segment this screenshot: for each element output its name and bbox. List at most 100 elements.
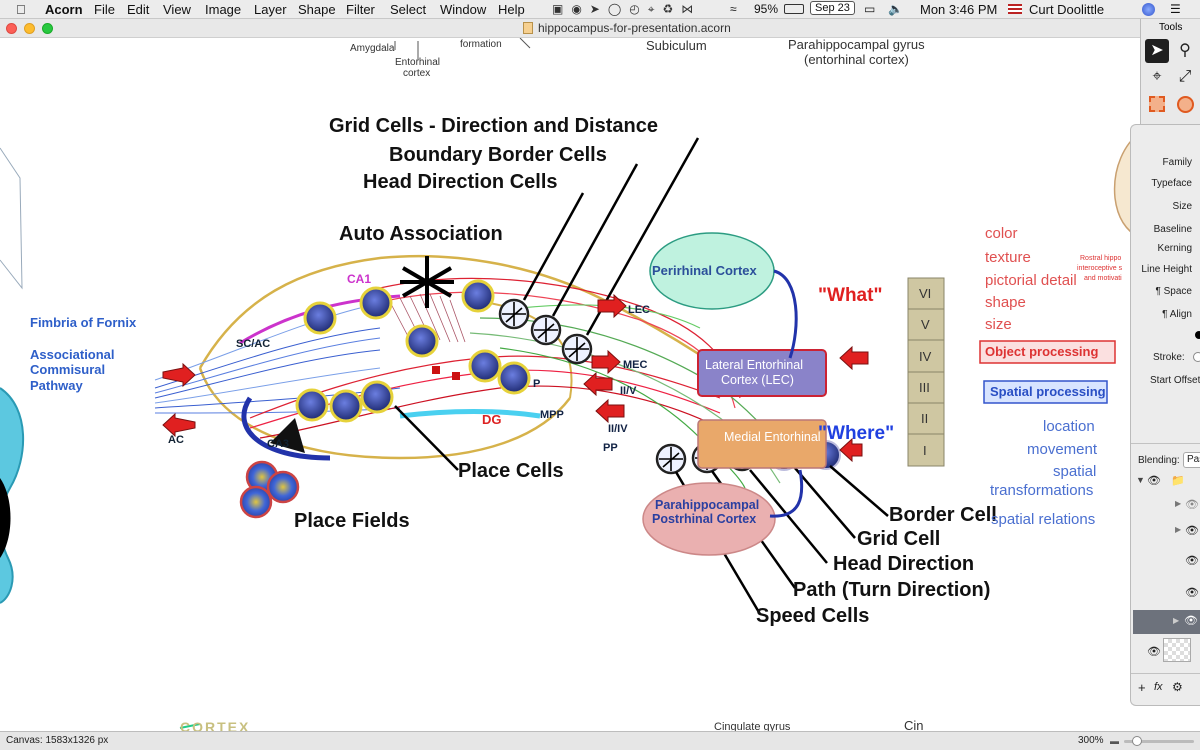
size-label: Size <box>1172 201 1192 212</box>
menu-select[interactable]: Select <box>390 2 427 17</box>
eye-icon[interactable]: 👁 <box>1185 499 1199 511</box>
dg-cyan <box>399 409 541 419</box>
image-canvas[interactable]: Amygdala Entorhinal cortex formation Sub… <box>0 38 1140 731</box>
disclosure-icon[interactable]: ▶ <box>1175 525 1182 534</box>
eye-icon[interactable]: 👁 <box>1185 555 1199 567</box>
clock[interactable]: Mon 3:46 PM <box>920 2 998 17</box>
zoom-slider-knob[interactable] <box>1132 736 1142 746</box>
scac-label: SC/AC <box>236 338 271 350</box>
ca3-label: CA3 <box>267 438 290 450</box>
flag-icon[interactable] <box>1008 4 1022 14</box>
mec-label: Medial Entorhinal <box>724 430 821 444</box>
tiny-note-3: and motivati <box>1084 275 1122 282</box>
paragraph-align-label: ¶ Align <box>1162 309 1192 320</box>
selected-layer-row[interactable]: ▶ 👁 <box>1133 610 1200 634</box>
volume-icon[interactable]: 🔈 <box>888 2 903 16</box>
tools-title: Tools <box>1159 22 1183 33</box>
select-arrow-icon[interactable]: ➤ <box>1145 39 1169 63</box>
place-cells-heading: Place Cells <box>458 460 564 482</box>
eye-icon[interactable]: 👁 <box>1147 475 1161 487</box>
what-item-size: size <box>985 316 1012 333</box>
auto-association-heading: Auto Association <box>339 223 503 245</box>
boundary-cells-heading: Boundary Border Cells <box>389 144 607 166</box>
menu-layer[interactable]: Layer <box>254 2 287 17</box>
place-field-arrow <box>270 418 305 453</box>
eye-icon[interactable]: 👁 <box>1185 587 1199 599</box>
window-title: hippocampus-for-presentation.acorn <box>538 21 731 35</box>
menu-shape[interactable]: Shape <box>298 2 336 17</box>
tiny-note-1: Rostral hippo <box>1080 255 1122 262</box>
ellipse-select-icon[interactable] <box>1177 96 1194 113</box>
close-window-button[interactable] <box>6 23 17 34</box>
rect-select-icon[interactable] <box>1149 96 1165 112</box>
date-badge[interactable]: Sep 23 <box>810 1 855 15</box>
what-label: "What" <box>818 285 883 306</box>
ac-label: AC <box>168 434 184 446</box>
speed-cells-label: Speed Cells <box>756 605 870 627</box>
battery-icon <box>784 4 804 14</box>
iiiv-label: II/IV <box>608 423 628 435</box>
what-item-color: color <box>985 225 1018 242</box>
add-layer-icon[interactable]: + <box>1138 680 1146 695</box>
menu-file[interactable]: File <box>94 2 115 17</box>
siri-icon[interactable] <box>1142 3 1155 16</box>
lec-label-line2: Cortex (LEC) <box>721 373 794 387</box>
disclosure-icon[interactable]: ▼ <box>1136 475 1145 485</box>
resize-tool-icon[interactable]: ⤢ <box>1178 68 1192 85</box>
menu-filter[interactable]: Filter <box>346 2 375 17</box>
minimize-window-button[interactable] <box>24 23 35 34</box>
airplay-icon[interactable]: ▭ <box>864 2 876 16</box>
eye-icon[interactable]: 👁 <box>1147 646 1161 658</box>
family-label: Family <box>1162 157 1192 168</box>
window-title-bar: hippocampus-for-presentation.acorn <box>0 19 1140 38</box>
zoom-out-icon[interactable]: ▬ <box>1110 736 1119 746</box>
inspector-divider <box>1131 443 1200 444</box>
menu-image[interactable]: Image <box>205 2 242 17</box>
zoom-tool-icon[interactable]: ⚲ <box>1179 42 1191 59</box>
peri-to-lec-path <box>773 269 798 359</box>
battery-percent[interactable]: 95% <box>754 2 779 16</box>
red-block <box>452 372 460 380</box>
mec-small-label: MEC <box>623 359 648 371</box>
cin-label: Cin <box>904 718 924 731</box>
menu-window[interactable]: Window <box>440 2 487 17</box>
fx-icon[interactable]: fx <box>1154 681 1163 693</box>
menu-edit[interactable]: Edit <box>127 2 150 17</box>
layer-thumbnail[interactable] <box>1163 638 1191 662</box>
canvas-size: Canvas: 1583x1326 px <box>6 735 109 746</box>
disclosure-icon[interactable]: ▶ <box>1173 616 1180 625</box>
head-direction-label: Head Direction <box>833 553 975 575</box>
bottom-green-stroke <box>179 723 201 729</box>
apple-icon[interactable]:  <box>16 2 26 17</box>
mec-box <box>697 419 827 469</box>
stroke-label: Stroke: <box>1153 352 1185 363</box>
zoom-slider[interactable] <box>1124 740 1194 743</box>
layer-dividers <box>908 308 944 435</box>
postrhinal-ellipse <box>642 482 776 556</box>
gear-icon[interactable]: ⚙ <box>1172 680 1183 694</box>
menu-view[interactable]: View <box>163 2 191 17</box>
stroke-radio[interactable] <box>1193 352 1200 362</box>
cortex-bottom-label: CORTEX <box>180 719 251 731</box>
line-height-label: Line Height <box>1141 264 1192 275</box>
wifi-icon[interactable]: ≈ <box>730 2 737 16</box>
blending-label: Blending: <box>1138 455 1180 466</box>
blending-select[interactable]: Pas <box>1183 452 1200 468</box>
eye-icon[interactable]: 👁 <box>1185 525 1199 537</box>
notification-list-icon[interactable]: ☰ <box>1170 2 1181 16</box>
crop-tool-icon[interactable]: ⌖ <box>1152 68 1162 85</box>
zoom-window-button[interactable] <box>42 23 53 34</box>
app-menu[interactable]: Acorn <box>45 2 83 17</box>
status-icons[interactable]: ▣◉➤◯◴⌖♻⋈ <box>552 2 702 16</box>
place-fields <box>239 460 300 519</box>
menu-help[interactable]: Help <box>498 2 525 17</box>
left-box-drawing <box>0 147 23 290</box>
eye-icon[interactable]: 👁 <box>1184 615 1198 627</box>
postrhinal-label-line1: Parahippocampal <box>655 498 760 512</box>
user-name[interactable]: Curt Doolittle <box>1029 2 1105 17</box>
pathway-label: Pathway <box>30 378 83 393</box>
kerning-label: Kerning <box>1157 243 1192 254</box>
disclosure-icon[interactable]: ▶ <box>1175 499 1182 508</box>
red-arrows <box>162 293 869 463</box>
fill-color-dot[interactable] <box>1195 331 1200 339</box>
